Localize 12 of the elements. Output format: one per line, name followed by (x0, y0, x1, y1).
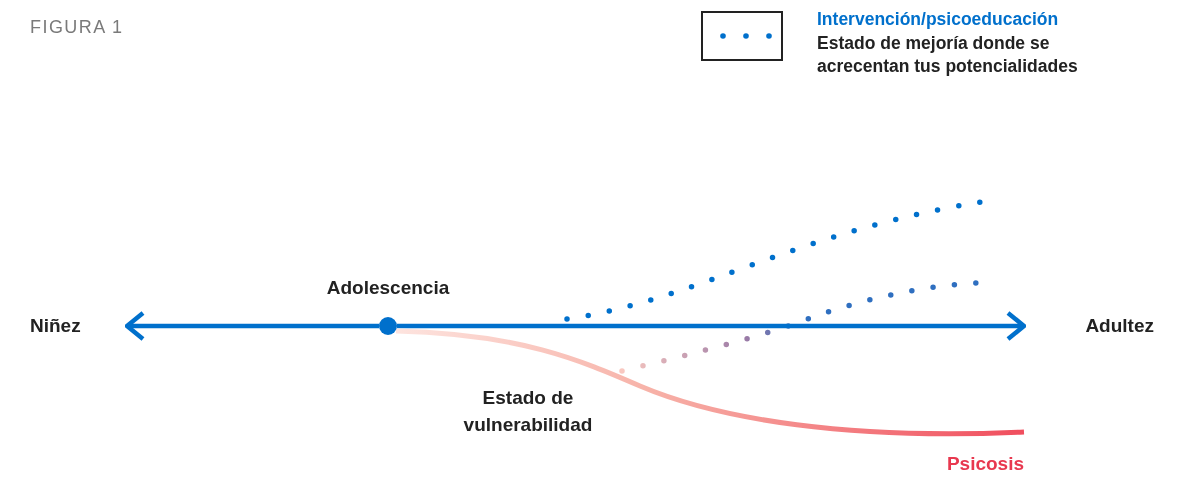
node-caption: Adolescencia (326, 276, 450, 300)
node-label: Adultez (1085, 313, 1154, 338)
node-label: Estado de vulnerabilidad (462, 386, 594, 437)
milestone-dot (379, 317, 397, 335)
legend-text: Intervención/psicoeducación (817, 8, 1059, 31)
decline-curve (395, 328, 1025, 437)
node-label: Psicosis (946, 452, 1024, 477)
legend-text: Estado de mejoría donde se acrecentan tus potencialidades (817, 31, 1079, 79)
figure-title: FIGURA 1 (30, 16, 124, 39)
node-label: Niñez (30, 313, 81, 338)
timeline-arrow (124, 310, 379, 342)
timeline-arrow (397, 310, 1027, 342)
